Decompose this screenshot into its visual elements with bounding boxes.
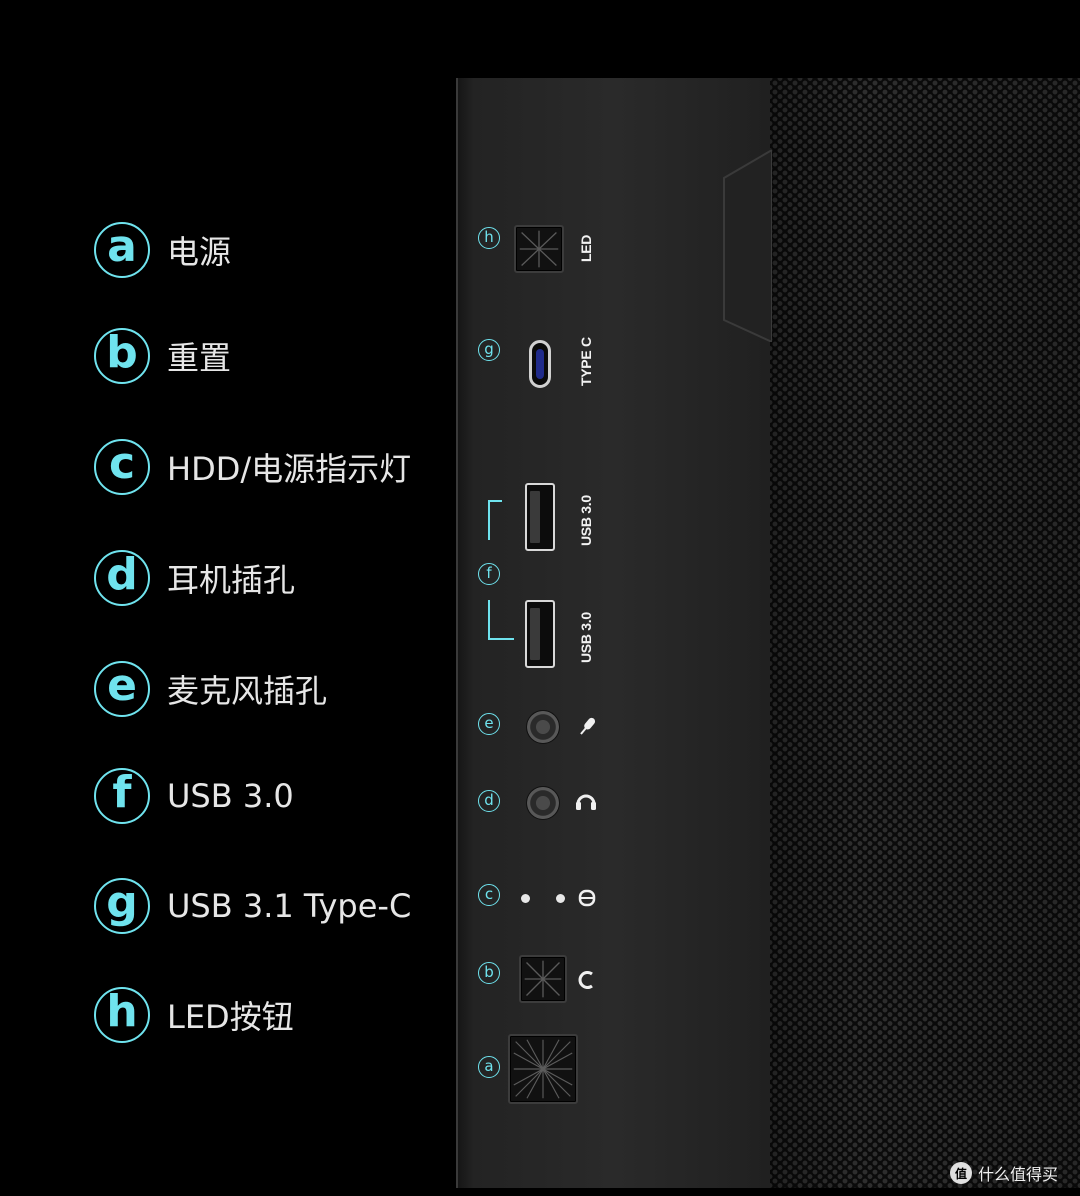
marker-h: h [478,227,500,249]
badge-f: f [94,768,150,824]
legend-label: 电源 [167,233,232,271]
power-button[interactable] [508,1034,578,1104]
legend-label: USB 3.0 [167,777,294,815]
legend-label: HDD/电源指示灯 [167,450,412,488]
bracket-top [488,500,502,540]
badge-d: d [94,550,150,606]
usb-typec-port[interactable] [529,340,551,388]
marker-b: b [478,962,500,984]
badge-g: g [94,878,150,934]
microphone-icon [580,717,596,735]
usb-top-label: USB 3.0 [578,495,594,546]
led-button[interactable] [514,225,564,273]
legend-item-microphone: e 麦克风插孔 [94,659,327,719]
reset-button-icon [524,960,562,998]
legend-label: 耳机插孔 [167,561,296,599]
typec-label: TYPE C [578,337,594,386]
legend-item-reset: b 重置 [94,326,231,386]
watermark: 值 什么值得买 [950,1161,1058,1185]
mesh-shade [768,78,1080,1188]
marker-d: d [478,790,500,812]
legend-item-power: a 电源 [94,220,231,280]
marker-c: c [478,884,500,906]
legend-label: 重置 [167,339,232,377]
headphone-icon [576,794,596,810]
marker-f: f [478,563,500,585]
watermark-logo-icon: 值 [950,1162,972,1184]
legend-item-hdd-led: c HDD/电源指示灯 [94,437,411,497]
marker-a: a [478,1056,500,1078]
bracket-bottom [488,600,514,640]
mesh-grille [768,78,1080,1188]
hdd-led [556,894,565,903]
usb30-port-top[interactable] [525,483,555,551]
hdd-icon [578,889,596,907]
legend-label: LED按钮 [167,998,294,1036]
legend-label: USB 3.1 Type-C [167,887,412,925]
marker-e: e [478,713,500,735]
badge-c: c [94,439,150,495]
legend-item-headphone: d 耳机插孔 [94,548,295,608]
power-button-icon [513,1039,573,1099]
front-io-panel [456,78,770,1188]
legend-label: 麦克风插孔 [167,672,328,710]
usb30-port-bottom[interactable] [525,600,555,668]
legend: a 电源 b 重置 c HDD/电源指示灯 d 耳机插孔 e 麦克风插孔 f U… [0,0,450,1196]
badge-e: e [94,661,150,717]
power-led [521,894,530,903]
legend-item-led-button: h LED按钮 [94,985,294,1045]
badge-h: h [94,987,150,1043]
badge-b: b [94,328,150,384]
microphone-jack[interactable] [526,710,560,744]
headphone-jack[interactable] [526,786,560,820]
marker-g: g [478,339,500,361]
reset-button[interactable] [519,955,567,1003]
led-button-icon [519,230,559,268]
led-label: LED [578,234,594,262]
legend-item-usb30: f USB 3.0 [94,766,294,826]
panel-notch [723,150,772,342]
reset-icon [578,971,593,989]
badge-a: a [94,222,150,278]
legend-item-usb31-typec: g USB 3.1 Type-C [94,876,411,936]
watermark-text: 什么值得买 [978,1165,1059,1184]
usb-bottom-label: USB 3.0 [578,612,594,663]
